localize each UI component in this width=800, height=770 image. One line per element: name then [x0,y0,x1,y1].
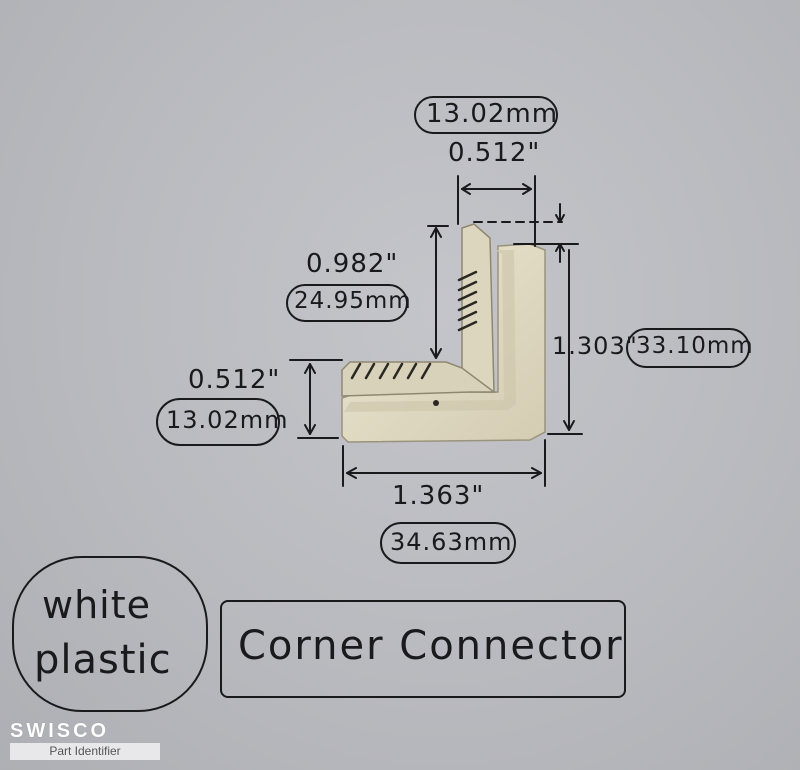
material-note-box [12,556,208,712]
top-width-mm-ellipse [414,96,558,134]
right-height-mm-ellipse [626,328,750,368]
material-line-2: plastic [34,637,172,683]
vertical-arm-mm-label: 24.95mm [294,288,412,314]
left-height-in-label: 0.512" [188,365,281,395]
left-height-mm-ellipse [156,398,280,446]
bottom-width-mm-label: 34.63mm [390,528,513,556]
part-name-box [220,600,626,698]
right-height-mm-label: 33.10mm [636,333,754,359]
vertical-arm-mm-ellipse [286,284,408,322]
vertical-arm-in-label: 0.982" [306,249,399,279]
top-width-mm-label: 13.02mm [426,99,559,129]
watermark-subtitle: Part Identifier [10,743,160,760]
bottom-width-in-label: 1.363" [392,481,485,511]
corner-connector-part [341,223,546,443]
swisco-watermark: SWISCO Part Identifier [10,721,160,761]
right-height-in-label: 1.303" [552,332,638,360]
left-height-mm-label: 13.02mm [166,406,289,434]
swisco-logo: SWISCO [10,720,110,742]
material-line-1: white [42,583,151,627]
bottom-width-mm-ellipse [380,522,516,564]
ridge-marks [350,270,478,380]
part-name-label: Corner Connector [238,623,624,669]
top-width-in-label: 0.512" [448,138,541,168]
